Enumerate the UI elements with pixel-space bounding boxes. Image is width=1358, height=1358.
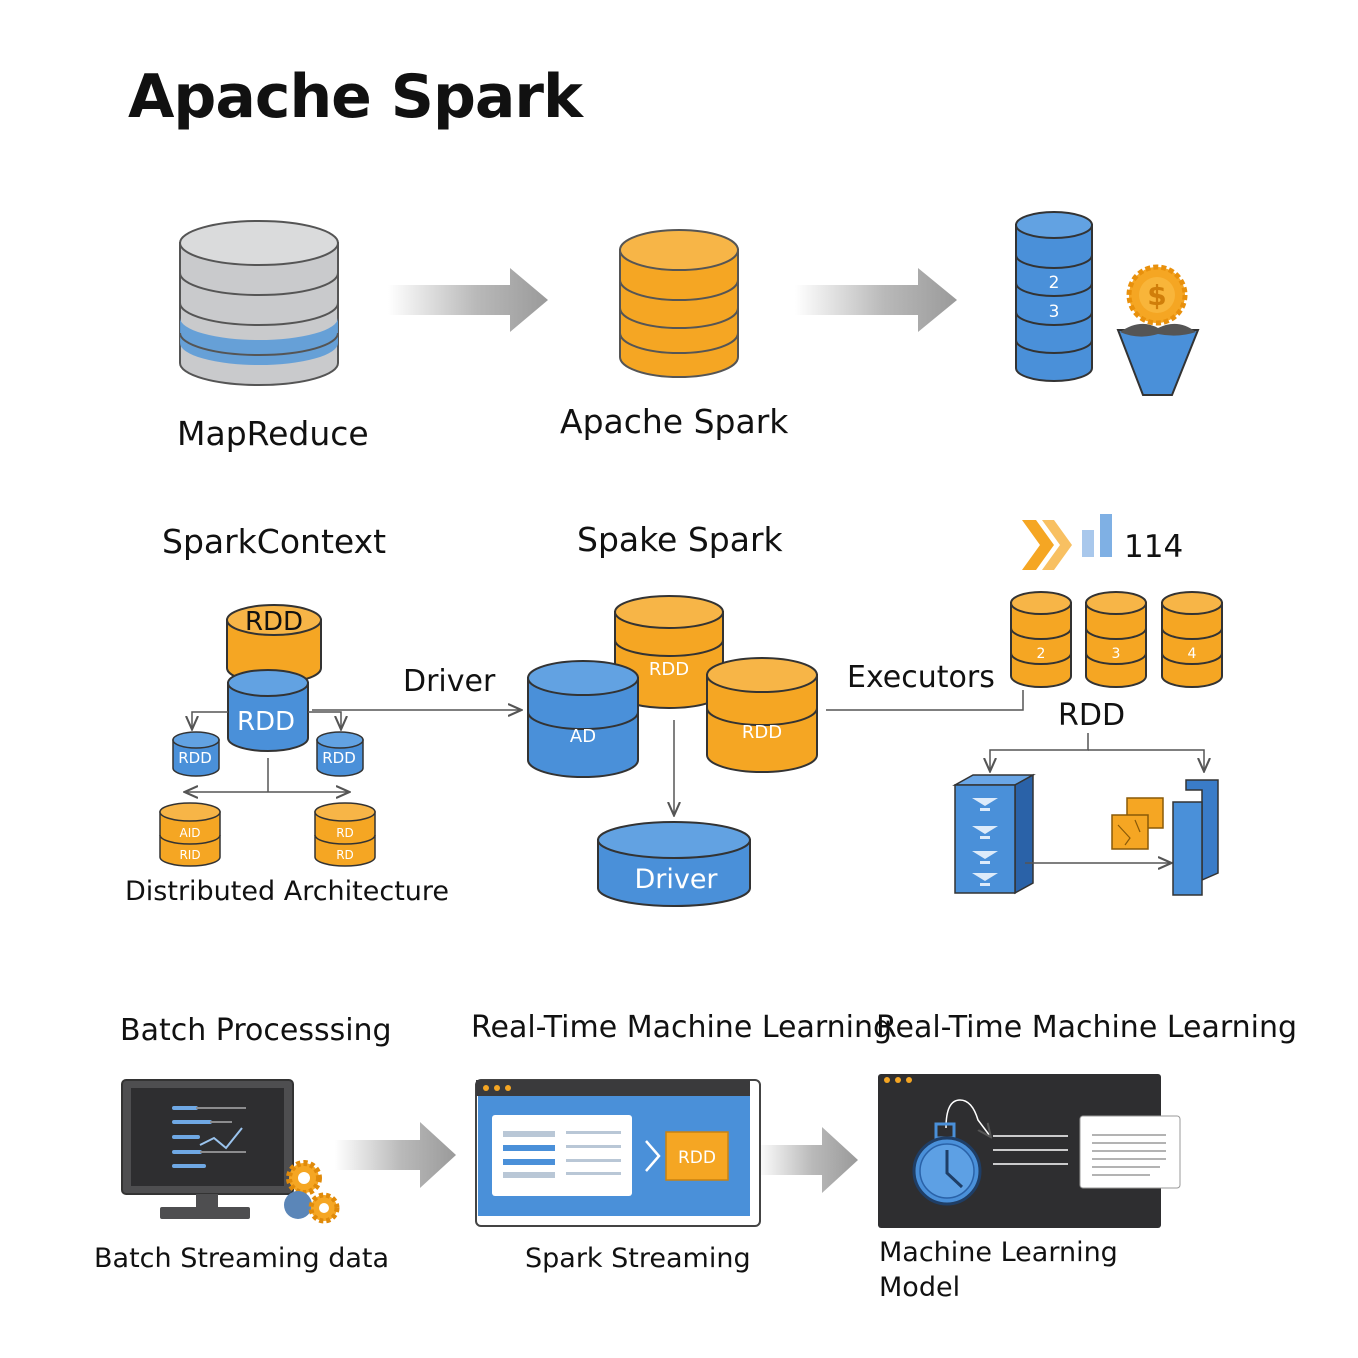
stack-number-2: 2 [1049,273,1060,293]
center-rdd-right-database-icon [706,657,818,773]
small-orange-database-right-icon [314,802,376,867]
clock-icon [912,1122,982,1206]
rdd-box-label: RDD [678,1148,716,1168]
realtime-ml-label-1: Real-Time Machine Learning [471,1010,893,1045]
svg-text:$: $ [1147,279,1166,312]
small-orange-database-left-icon [159,802,221,867]
gear-icon [284,1160,340,1224]
executors-label: Executors [847,660,995,695]
stack-number-3: 3 [1049,302,1060,322]
arrow-right-icon [757,1127,858,1193]
connector-line [308,711,341,728]
realtime-ml-label-2: Real-Time Machine Learning [876,1010,1298,1045]
connector-line [192,711,228,728]
server-rack-icon [952,773,1036,895]
ml-model-label-line1: Machine Learning [879,1237,1118,1268]
rdd-small-left-database-icon [172,731,220,777]
connector-line [990,733,1089,770]
coin-icon: $ [1126,264,1188,326]
center-rdd-right-label: RDD [742,722,782,743]
executor-database-3-icon [1161,591,1223,688]
small-right-top-label: RD [336,826,354,840]
mapreduce-database-icon [179,220,339,386]
apache-spark-label: Apache Spark [560,402,789,441]
arrow-right-icon [335,1122,456,1188]
arrow-right-icon [795,268,957,332]
cube-icon [1111,797,1164,850]
executor-number-3: 3 [1112,646,1121,662]
chevron-arrows-icon [1022,520,1072,570]
executor-database-2-icon [1085,591,1147,688]
spark-database-icon [619,229,739,378]
batch-streaming-label: Batch Streaming data [94,1243,390,1274]
center-driver-label: Driver [634,864,718,895]
rdd-mid-label: RDD [237,707,295,737]
small-left-top-label: AID [180,826,201,840]
executors-connector [826,690,1024,711]
mapreduce-label: MapReduce [177,414,369,453]
storage-panel-icon [1172,779,1219,896]
connector-line [1088,749,1204,770]
rdd-top-database-icon [226,604,322,684]
spake-spark-label: Spake Spark [577,520,783,559]
funnel-icon [1116,323,1200,396]
rdd-right-label: RDD [1058,698,1126,733]
rdd-mid-database-icon [227,669,309,752]
small-left-bottom-label: RID [179,848,200,862]
browser-window-icon [475,1079,761,1227]
metric-value: 114 [1124,529,1183,565]
center-driver-database-icon [597,821,751,907]
rdd-small-right-label: RDD [322,749,356,767]
rdd-small-left-label: RDD [178,749,212,767]
driver-label: Driver [403,664,496,699]
distributed-architecture-label: Distributed Architecture [125,876,450,907]
blue-storage-stack-icon [1015,211,1093,382]
executor-number-2: 2 [1037,646,1046,662]
executor-number-4: 4 [1188,646,1197,662]
sparkcontext-label: SparkContext [162,522,387,561]
monitor-icon [121,1079,294,1219]
arrow-right-icon [388,268,548,332]
executor-database-1-icon [1010,591,1072,688]
batch-processing-label: Batch Processsing [120,1013,392,1048]
center-ad-label: AD [570,726,596,747]
center-rdd-top-label: RDD [649,659,689,680]
rdd-small-right-database-icon [316,731,364,777]
page-title: Apache Spark [128,62,583,132]
spark-streaming-label: Spark Streaming [525,1243,751,1274]
ml-model-label-line2: Model [879,1272,961,1303]
rdd-top-label: RDD [245,607,303,637]
small-right-bottom-label: RD [336,848,354,862]
center-ad-database-icon [527,660,639,778]
bar-chart-icon [1082,514,1112,557]
